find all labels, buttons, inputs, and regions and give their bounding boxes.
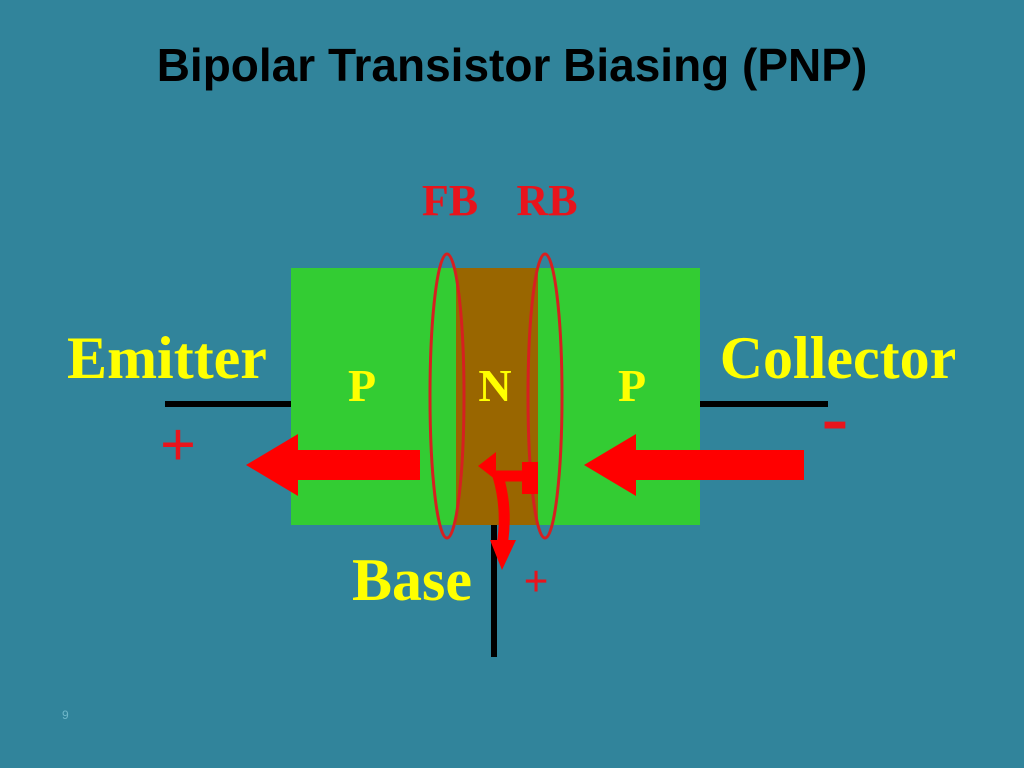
reverse-bias-junction-outline: [526, 252, 564, 540]
slide-title: Bipolar Transistor Biasing (PNP): [156, 39, 868, 91]
forward-bias-junction-outline: [428, 252, 466, 540]
base-label: Base: [352, 547, 472, 613]
fb-label: FB: [422, 176, 478, 225]
emitter-current-arrow: [246, 434, 420, 496]
base-region-label: N: [478, 360, 511, 411]
collector-label: Collector: [720, 325, 957, 391]
emitter-label: Emitter: [67, 325, 267, 391]
rb-label: RB: [516, 176, 577, 225]
page-number: 9: [62, 708, 69, 722]
collector-current-arrow: [584, 434, 804, 496]
base-current-arrow: [478, 452, 538, 570]
collector-region-label: P: [618, 360, 646, 411]
collector-polarity: -: [822, 374, 849, 462]
emitter-region-label: P: [348, 360, 376, 411]
base-polarity: +: [523, 557, 548, 606]
emitter-polarity: +: [160, 409, 196, 480]
